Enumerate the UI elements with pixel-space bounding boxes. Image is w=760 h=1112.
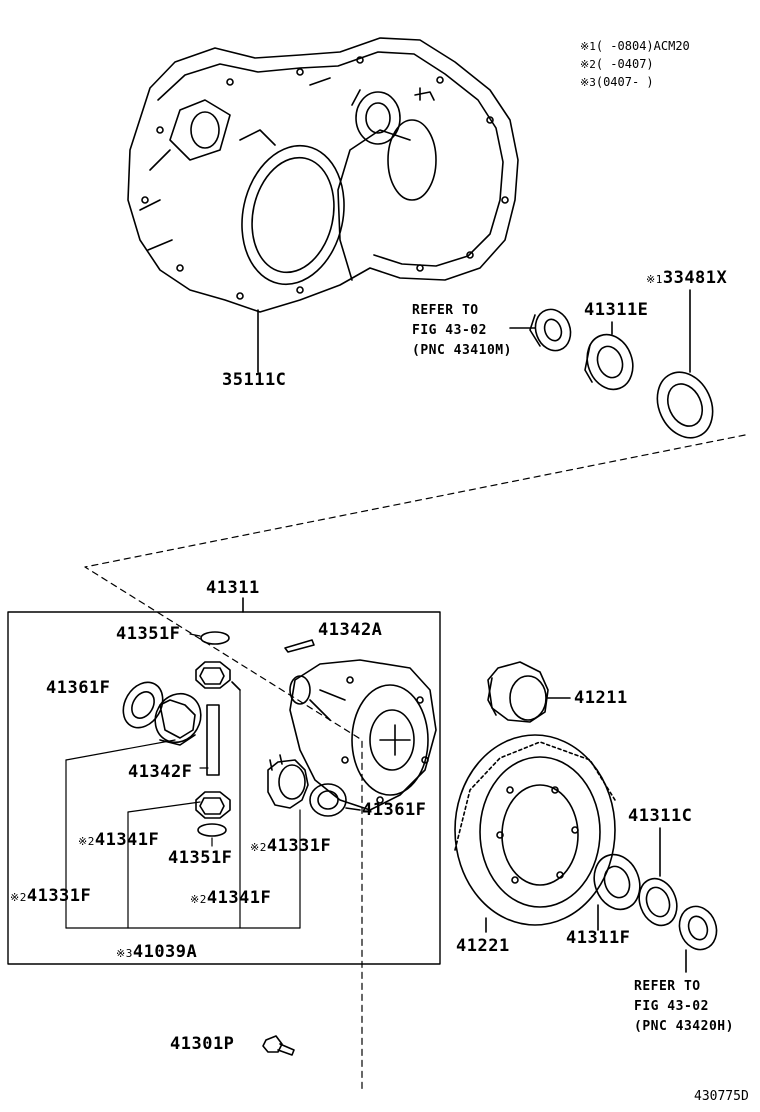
label-41341f-right: ※241341F — [190, 890, 271, 907]
label-41311f: 41311F — [566, 928, 631, 948]
ring-gear-41221 — [454, 734, 616, 933]
note-1-text: ( -0804)ACM20 — [595, 39, 690, 53]
leader-lines — [65, 633, 301, 929]
ref-top-line2: FIG 43-02 — [412, 323, 487, 338]
assembly-axis — [84, 434, 746, 1091]
label-41331f-mid: ※241331F — [250, 838, 331, 855]
label-41039a-number: 41039A — [132, 942, 198, 962]
bearing-41311f — [593, 853, 641, 931]
label-41331f-mid-mark: ※2 — [250, 841, 267, 854]
ref-bottom-line3: (PNC 43420H) — [634, 1019, 734, 1034]
label-41341f-right-number: 41341F — [206, 888, 272, 908]
label-41039a-mark: ※3 — [116, 947, 133, 960]
note-3: ※3(0407- ) — [580, 76, 654, 88]
pin-41342a — [284, 639, 315, 653]
bearing-41311e — [584, 321, 634, 391]
pinion-gear-top — [195, 661, 241, 691]
ref-bottom-line1: REFER TO — [634, 979, 701, 994]
pinion-shaft-41342f — [206, 704, 220, 776]
figure-id: 430775D — [694, 1089, 749, 1104]
label-33481x-number: 33481X — [662, 268, 728, 288]
shim-41311c — [638, 827, 678, 927]
label-41341f-right-mark: ※2 — [190, 893, 207, 906]
ref-bottom-line2: FIG 43-02 — [634, 999, 709, 1014]
label-41341f-left-mark: ※2 — [78, 835, 95, 848]
transaxle-housing — [127, 37, 519, 373]
label-41351f-top: 41351F — [116, 624, 181, 644]
note-2-mark: ※2 — [580, 58, 596, 71]
label-41311: 41311 — [206, 578, 260, 598]
label-33481x: ※133481X — [646, 270, 727, 287]
label-41341f-left: ※241341F — [78, 832, 159, 849]
note-1: ※1( -0804)ACM20 — [580, 40, 690, 52]
washer-41351f-bottom — [197, 823, 227, 837]
label-41341f-left-number: 41341F — [94, 830, 160, 850]
side-gear-left — [154, 692, 202, 746]
seal-top — [509, 308, 572, 352]
ref-top-line3: (PNC 43410M) — [412, 343, 512, 358]
label-41221: 41221 — [456, 936, 510, 956]
washer-41361f-right — [309, 783, 361, 817]
label-41361f-right: 41361F — [362, 800, 427, 820]
label-41311c: 41311C — [628, 806, 693, 826]
washer-41351f-top — [200, 631, 230, 645]
drive-gear-41211 — [487, 661, 571, 723]
label-33481x-mark: ※1 — [646, 273, 663, 286]
label-41211: 41211 — [574, 688, 628, 708]
label-35111c: 35111C — [222, 370, 287, 390]
seal-bottom — [678, 905, 718, 973]
note-3-text: (0407- ) — [595, 75, 654, 89]
note-1-mark: ※1 — [580, 40, 596, 53]
label-41351f-bottom: 41351F — [168, 848, 233, 868]
note-2: ※2( -0407) — [580, 58, 654, 70]
bolt-41301p — [262, 1035, 295, 1056]
differential-case-box — [7, 611, 441, 965]
label-41311e: 41311E — [584, 300, 649, 320]
label-41301p: 41301P — [170, 1034, 235, 1054]
label-41039a: ※341039A — [116, 944, 197, 961]
ref-top-line1: REFER TO — [412, 303, 479, 318]
label-41331f-mid-number: 41331F — [266, 836, 332, 856]
differential-case — [289, 659, 437, 811]
label-41331f-left-number: 41331F — [26, 886, 92, 906]
label-41342a: 41342A — [318, 620, 383, 640]
side-gear-right — [267, 754, 309, 809]
note-2-text: ( -0407) — [595, 57, 654, 71]
label-41331f-left-mark: ※2 — [10, 891, 27, 904]
washer-41361f-left — [122, 681, 164, 729]
oil-seal-33481x — [656, 289, 714, 439]
note-3-mark: ※3 — [580, 76, 596, 89]
label-41361f-left: 41361F — [46, 678, 111, 698]
label-41342f: 41342F — [128, 762, 193, 782]
pinion-gear-bottom — [195, 791, 231, 819]
label-41331f-left: ※241331F — [10, 888, 91, 905]
